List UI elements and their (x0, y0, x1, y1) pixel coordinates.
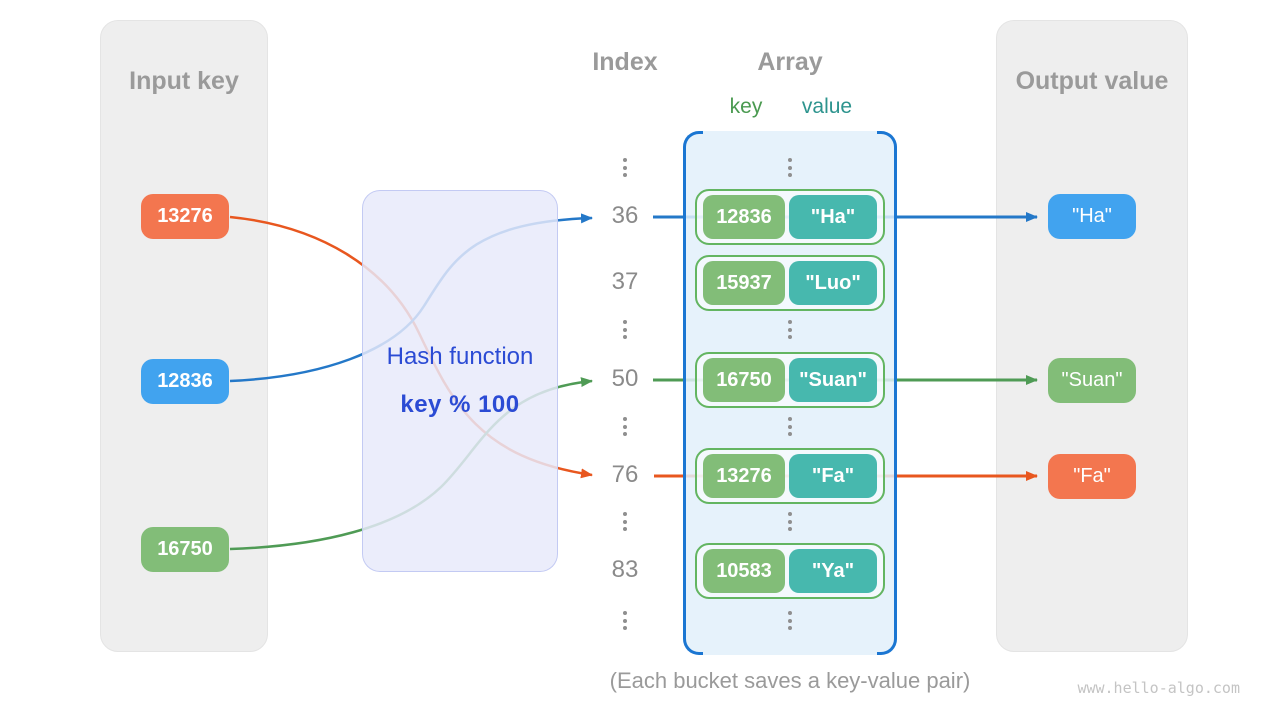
bucket-key: 12836 (703, 195, 785, 239)
hash-function-formula: key % 100 (400, 391, 520, 418)
array-bracket-right-icon (877, 131, 897, 655)
ellipsis-dots (620, 512, 630, 531)
ellipsis-dots (620, 158, 630, 177)
index-37: 37 (611, 268, 639, 295)
array-header: Array (757, 48, 823, 76)
input-key-16750: 16750 (141, 527, 229, 572)
ellipsis-dots (620, 417, 630, 436)
ellipsis-dots (785, 158, 795, 177)
figure-caption: (Each bucket saves a key-value pair) (609, 668, 971, 693)
ellipsis-dots (785, 417, 795, 436)
bucket-value: "Suan" (789, 358, 877, 402)
index-50: 50 (611, 365, 639, 392)
ellipsis-dots (785, 611, 795, 630)
index-36: 36 (611, 202, 639, 229)
bucket-key: 15937 (703, 261, 785, 305)
bucket-value: "Ha" (789, 195, 877, 239)
hash-function-title: Hash function (386, 343, 534, 370)
ellipsis-dots (785, 320, 795, 339)
index-76: 76 (611, 461, 639, 488)
bucket-key: 16750 (703, 358, 785, 402)
input-key-title: Input key (129, 67, 239, 95)
output-value-panel: Output value (996, 20, 1188, 652)
value-column-label: value (801, 95, 853, 118)
bucket-key: 10583 (703, 549, 785, 593)
input-key-12836: 12836 (141, 359, 229, 404)
site-watermark: www.hello-algo.com (1077, 679, 1240, 697)
output-value-suan: "Suan" (1048, 358, 1136, 403)
hash-function-box: Hash function key % 100 (362, 190, 558, 572)
ellipsis-dots (620, 611, 630, 630)
input-key-13276: 13276 (141, 194, 229, 239)
bucket-value: "Luo" (789, 261, 877, 305)
bucket-index-76: 13276 "Fa" (695, 448, 885, 504)
output-value-ha: "Ha" (1048, 194, 1136, 239)
bucket-index-83: 10583 "Ya" (695, 543, 885, 599)
bucket-index-36: 12836 "Ha" (695, 189, 885, 245)
output-value-fa: "Fa" (1048, 454, 1136, 499)
output-value-title: Output value (1015, 67, 1169, 95)
bucket-key: 13276 (703, 454, 785, 498)
ellipsis-dots (785, 512, 795, 531)
bucket-value: "Ya" (789, 549, 877, 593)
bucket-index-50: 16750 "Suan" (695, 352, 885, 408)
bucket-value: "Fa" (789, 454, 877, 498)
array-bracket-left-icon (683, 131, 703, 655)
ellipsis-dots (620, 320, 630, 339)
key-column-label: key (729, 95, 763, 118)
index-header: Index (592, 48, 658, 76)
bucket-index-37: 15937 "Luo" (695, 255, 885, 311)
index-83: 83 (611, 556, 639, 583)
